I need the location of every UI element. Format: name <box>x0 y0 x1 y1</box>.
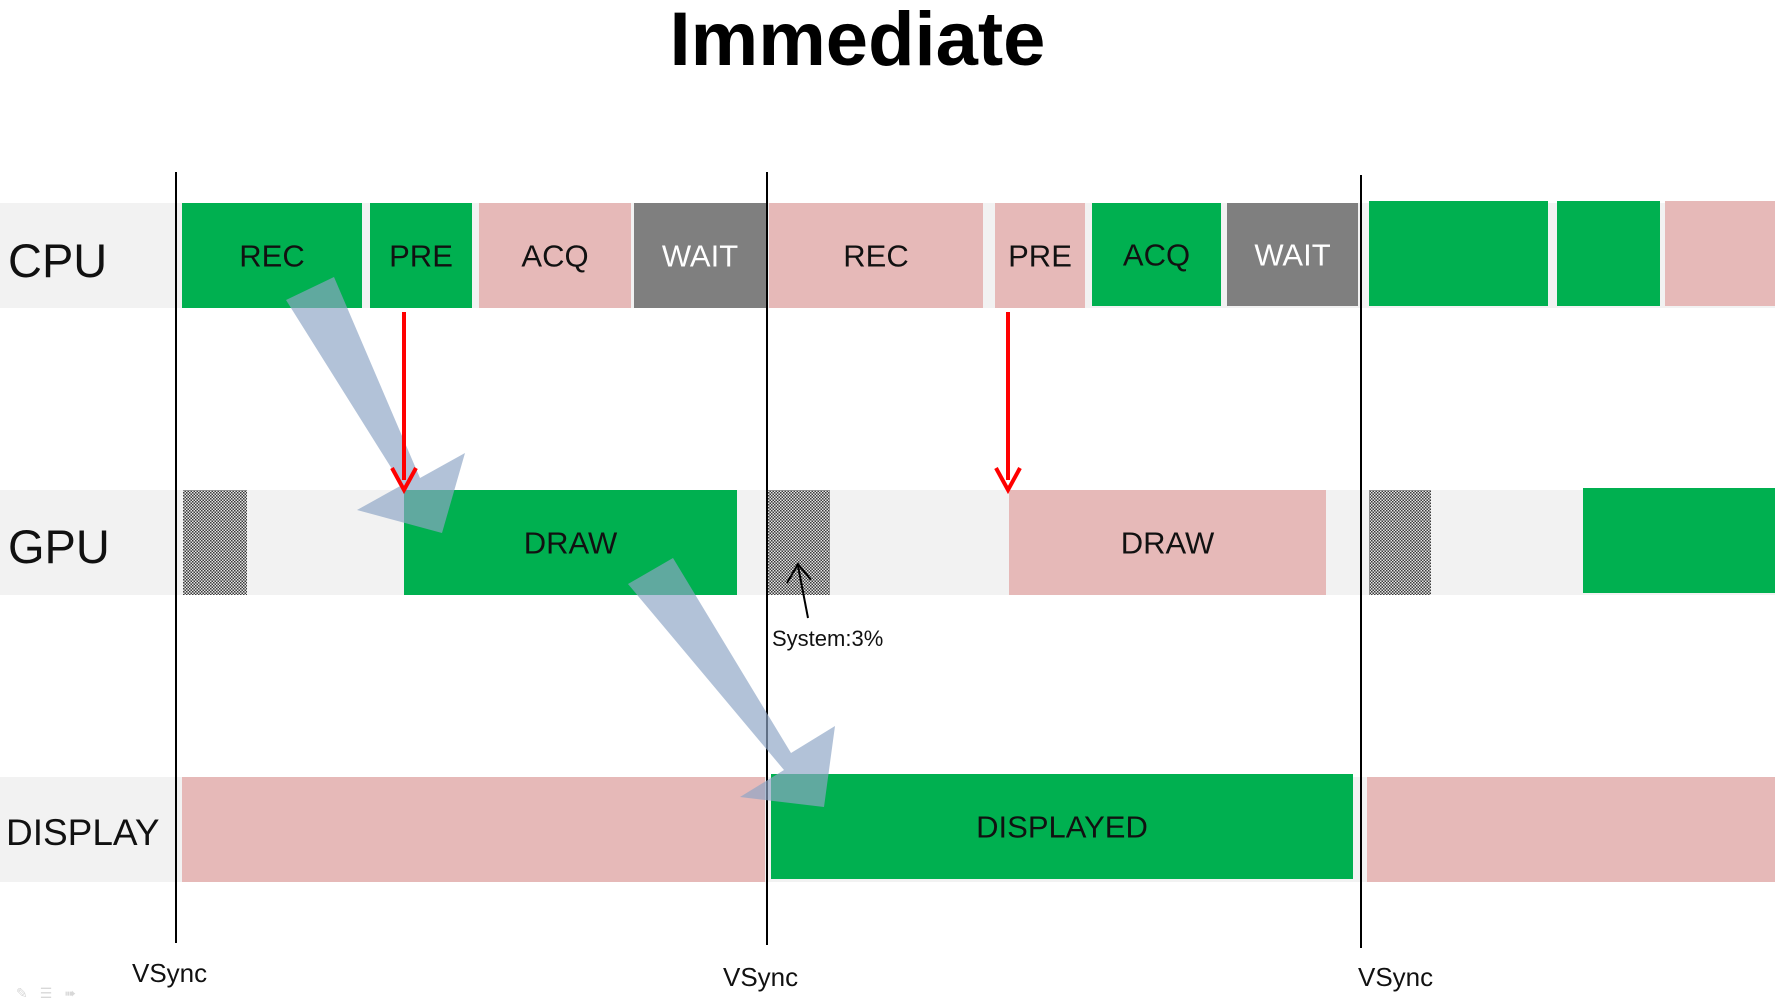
cpu-block-6 <box>995 203 1085 308</box>
system-pointer-arrow-head <box>786 562 812 584</box>
gpu-block-6 <box>1583 488 1775 593</box>
cpu-block-10 <box>1557 201 1660 306</box>
display-block-2 <box>771 774 1353 879</box>
red-arrow-2-head <box>994 467 1022 495</box>
display-block-3 <box>1367 777 1775 882</box>
gpu-block-label-4: DRAW <box>1121 526 1215 561</box>
flow-arrow-gpu-to-display <box>628 558 835 807</box>
vsync-label-3: VSync <box>1358 962 1434 992</box>
cpu-block-label-7: ACQ <box>1123 238 1190 273</box>
cpu-block-2 <box>370 203 472 308</box>
vsync-label-2: VSync <box>723 962 799 992</box>
system-annotation: System:3% <box>772 626 884 651</box>
timeline-blocks: REC PRE ACQ WAIT REC PRE ACQ WAIT DRAW DRAW DISPLA… <box>182 201 1775 882</box>
vsync-label-1: VSync <box>132 958 208 988</box>
display-block-label-2: DISPLAYED <box>976 810 1148 845</box>
gpu-block-4 <box>1009 490 1326 595</box>
red-arrow-1-head <box>390 467 418 495</box>
cpu-block-label-6: PRE <box>1008 239 1072 274</box>
page-title: Immediate <box>669 0 1046 82</box>
pen-icon[interactable]: ✎ <box>16 985 28 1001</box>
gpu-block-1 <box>183 490 247 595</box>
gpu-block-3 <box>768 490 830 595</box>
cpu-block-label-2: PRE <box>389 239 453 274</box>
cpu-block-label-8: WAIT <box>1254 238 1330 273</box>
cpu-block-9 <box>1369 201 1548 306</box>
slide-controls: ✎ ☰ ➠ <box>16 986 76 1000</box>
menu-icon[interactable]: ☰ <box>39 985 53 1001</box>
next-arrow-icon[interactable]: ➠ <box>64 985 77 1001</box>
display-block-1 <box>182 777 765 882</box>
row-label-cpu: CPU <box>8 234 108 287</box>
cpu-block-5 <box>769 203 983 308</box>
cpu-block-8 <box>1227 203 1358 306</box>
row-label-display: DISPLAY <box>6 812 160 853</box>
cpu-block-3 <box>479 203 631 308</box>
cpu-block-11 <box>1665 201 1775 306</box>
cpu-block-label-5: REC <box>843 239 908 274</box>
cpu-block-label-4: WAIT <box>662 239 738 274</box>
flow-arrow-cpu-to-gpu <box>286 277 465 533</box>
gpu-block-5 <box>1369 490 1431 595</box>
lane-gpu <box>0 490 1775 595</box>
arrows-layer <box>286 277 1022 807</box>
cpu-block-4 <box>634 203 766 308</box>
row-label-gpu: GPU <box>8 520 110 573</box>
cpu-block-label-1: REC <box>239 239 304 274</box>
vsync-lines <box>175 172 1362 948</box>
gpu-block-label-2: DRAW <box>524 526 618 561</box>
cpu-block-7 <box>1092 203 1221 306</box>
cpu-block-label-3: ACQ <box>521 239 588 274</box>
system-pointer-arrow <box>797 565 809 619</box>
